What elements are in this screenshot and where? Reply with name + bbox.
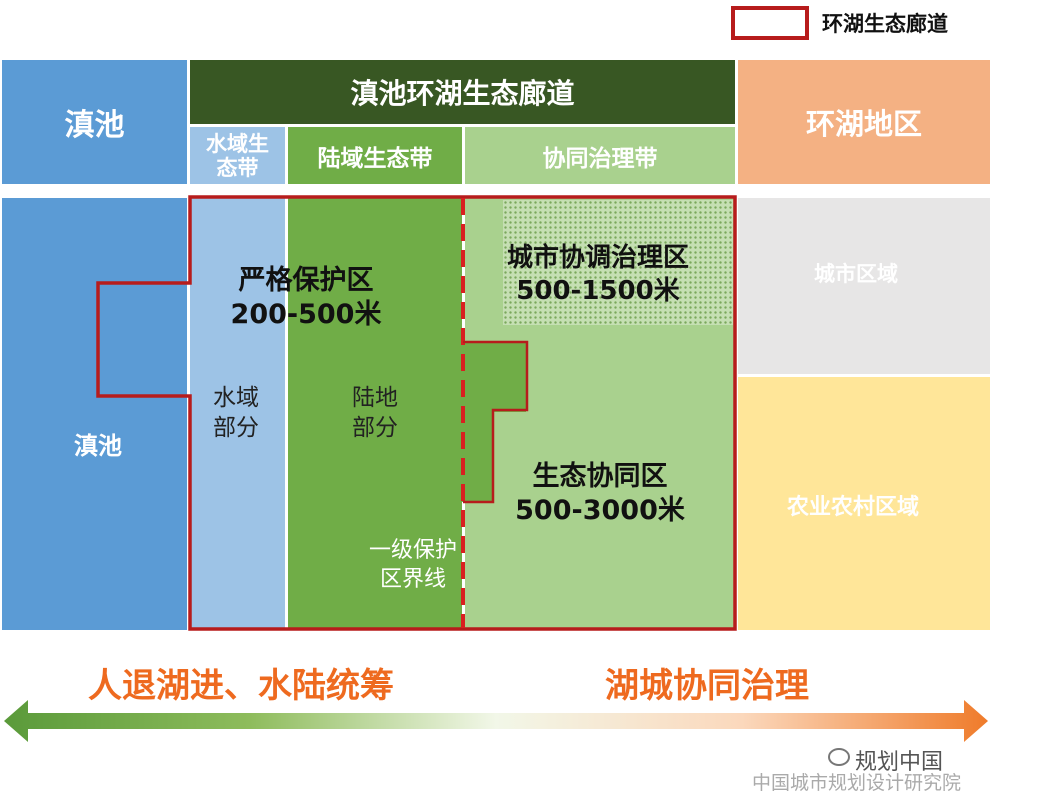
eco-coop-range: 500-3000米 <box>515 495 685 526</box>
strict-protection-name: 严格保护区 <box>238 265 374 296</box>
dianchi-zone <box>2 198 187 630</box>
coop-belt-header: 协同治理带 <box>465 127 735 184</box>
header-dianchi-label: 滇池 <box>64 108 125 143</box>
double-arrow-shape <box>4 700 988 742</box>
rural-area-zone <box>738 377 990 630</box>
water-belt-label: 水域生态带 <box>206 131 269 180</box>
legend-swatch <box>731 6 809 40</box>
eco-coop-label: 生态协同区 500-3000米 <box>505 460 695 528</box>
land-protrusion <box>462 342 526 412</box>
rural-area-label: 农业农村区域 <box>787 495 920 520</box>
urban-area-zone <box>738 198 990 374</box>
water-part-zone <box>190 198 285 630</box>
watermark-org: 中国城市规划设计研究院 <box>752 772 962 794</box>
header-dianchi: 滇池 <box>2 60 187 184</box>
water-part-label: 水域部分 <box>213 385 259 441</box>
slogan-left: 人退湖进、水陆统筹 <box>88 666 394 706</box>
coop-belt-label: 协同治理带 <box>542 145 658 172</box>
lakeside-area-header: 环湖地区 <box>738 60 990 184</box>
first-level-line-label: 一级保护区界线 <box>368 538 457 592</box>
land-protrusion-lower <box>462 410 492 502</box>
watermark-channel: 规划中国 <box>855 750 944 775</box>
eco-coop-name: 生态协同区 <box>532 461 668 492</box>
strict-protection-range: 200-500米 <box>230 299 382 330</box>
urban-coord-label: 城市协调治理区 500-1500米 <box>492 242 704 308</box>
lakeside-area-label: 环湖地区 <box>805 107 922 141</box>
slogan-right: 湖城协同治理 <box>605 666 809 706</box>
corridor-outline <box>96 195 737 631</box>
wechat-icon <box>828 748 850 766</box>
water-belt-header: 水域生态带 <box>190 127 285 184</box>
strict-protection-label: 严格保护区 200-500米 <box>216 264 396 332</box>
corridor-title: 滇池环湖生态廊道 <box>350 77 575 110</box>
land-part-label: 陆地部分 <box>352 385 398 441</box>
legend-label: 环湖生态廊道 <box>822 12 948 36</box>
urban-coord-name: 城市协调治理区 <box>506 243 689 273</box>
land-belt-label: 陆域生态带 <box>317 145 433 172</box>
urban-coord-range: 500-1500米 <box>516 276 680 306</box>
gradient-arrow <box>4 700 988 742</box>
land-belt-header: 陆域生态带 <box>288 127 462 184</box>
land-part-zone <box>288 198 462 630</box>
dianchi-zone-label: 滇池 <box>74 432 122 460</box>
corridor-title-bar: 滇池环湖生态廊道 <box>190 60 735 124</box>
urban-coord-zone <box>503 200 733 325</box>
land-protrusion-outline <box>463 340 529 504</box>
urban-area-label: 城市区域 <box>814 262 898 286</box>
